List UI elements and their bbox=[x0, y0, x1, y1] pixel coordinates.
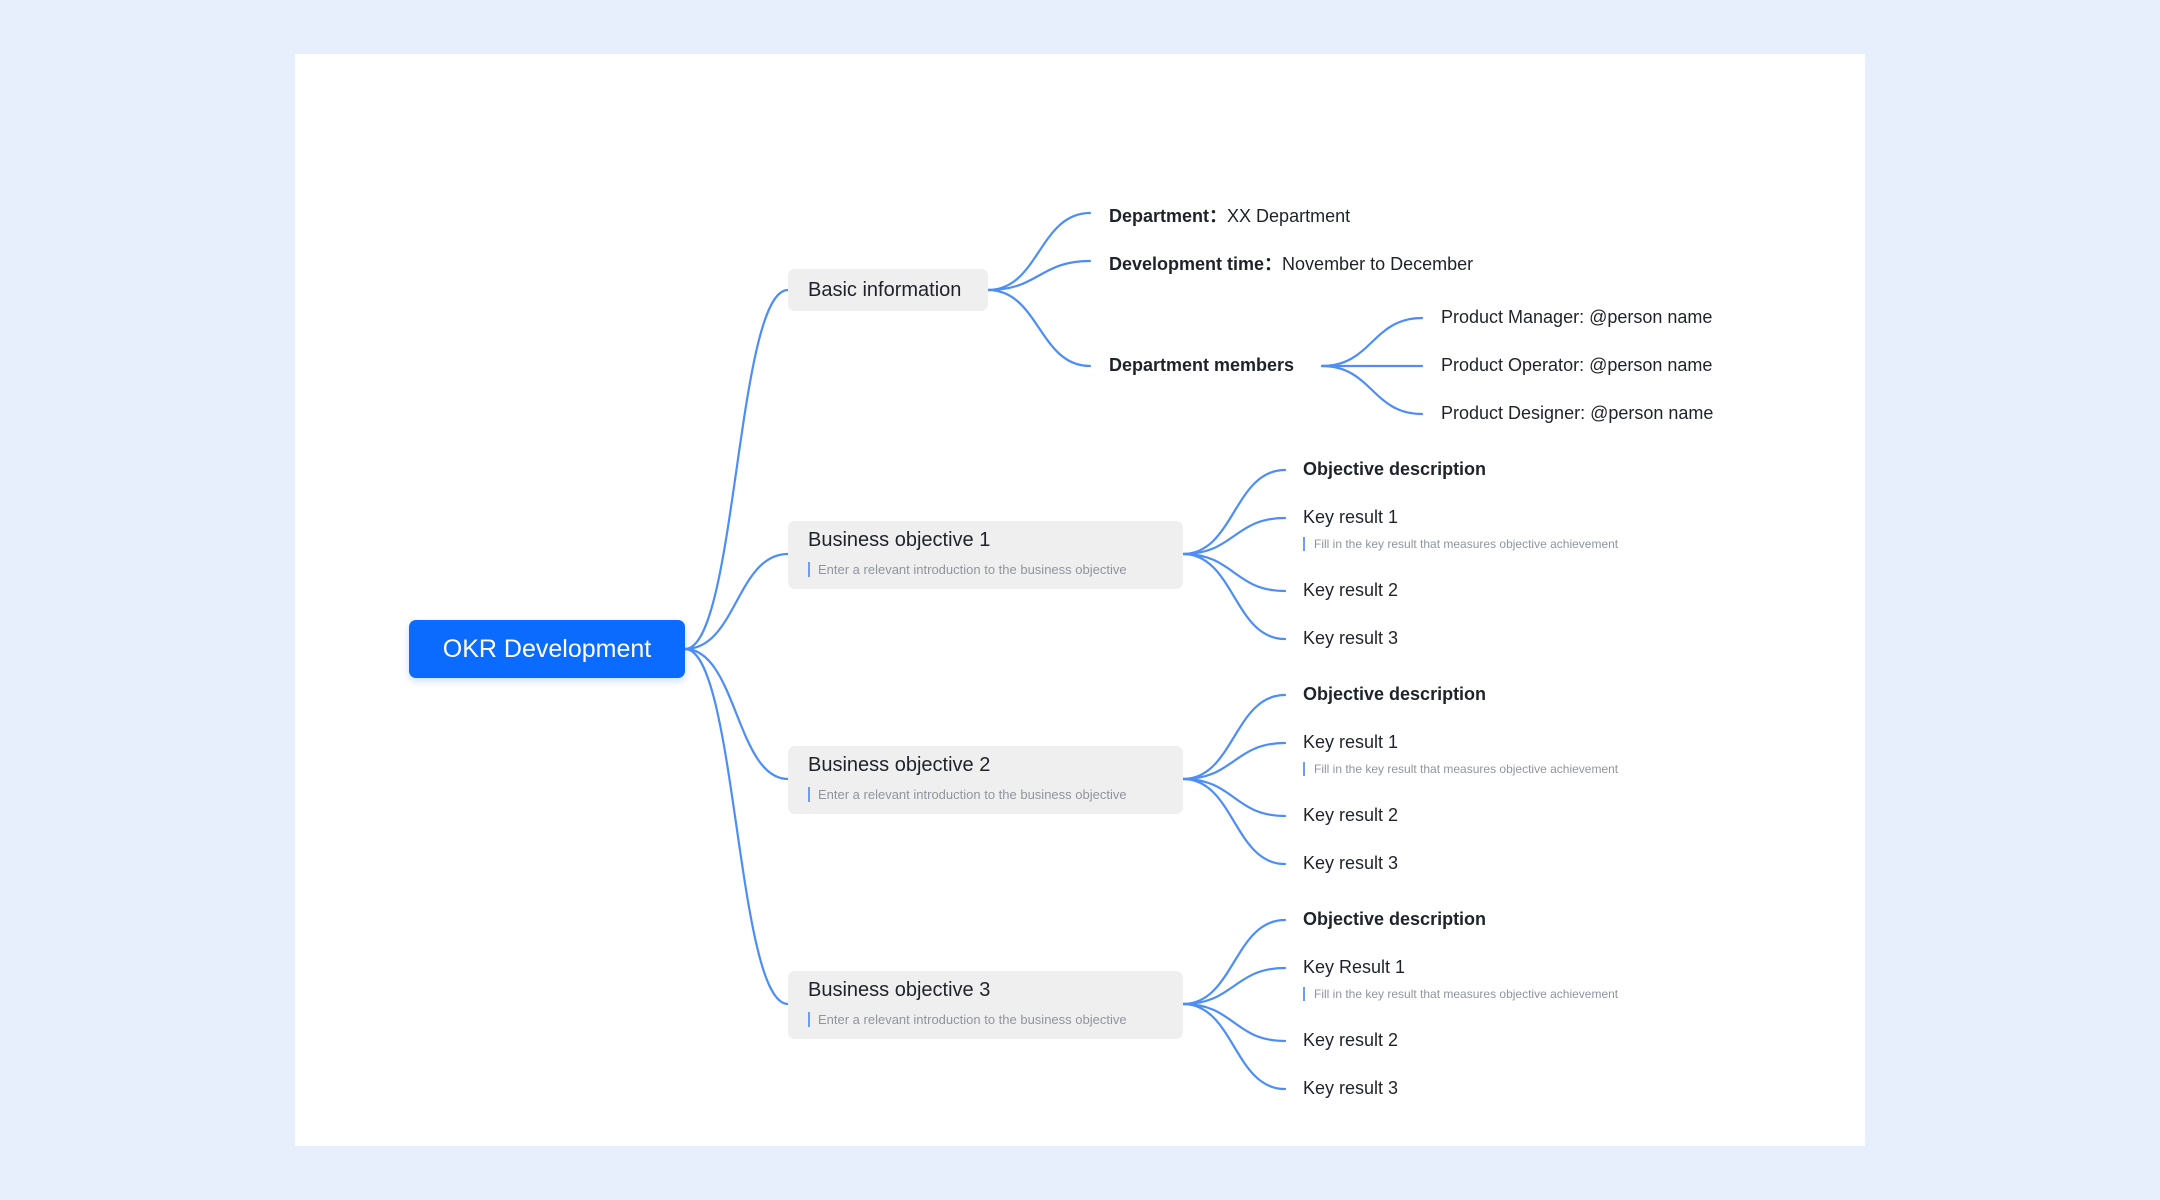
link-objective-3-description bbox=[1181, 918, 1287, 1006]
key-result-2-2[interactable]: Key result 2 bbox=[1303, 805, 1398, 826]
note-text: Fill in the key result that measures obj… bbox=[1314, 537, 1619, 551]
link-root-objective-2 bbox=[683, 647, 790, 781]
key-result-1-3[interactable]: Key result 3 bbox=[1303, 628, 1398, 649]
business-objective-intro: Enter a relevant introduction to the bus… bbox=[808, 787, 1127, 802]
note-accent-bar bbox=[1303, 762, 1305, 776]
link-members-manager bbox=[1320, 316, 1424, 368]
link-members-designer bbox=[1320, 364, 1424, 416]
key-result-3-1[interactable]: Key Result 1 bbox=[1303, 957, 1405, 978]
business-objective-title: Business objective 3 bbox=[808, 979, 991, 1001]
basic-information-node[interactable]: Basic information bbox=[788, 269, 988, 311]
link-basic-department bbox=[986, 211, 1092, 292]
link-root-objective-3 bbox=[683, 647, 790, 1006]
key-result-1-1[interactable]: Key result 1 bbox=[1303, 507, 1398, 528]
key-result-3-2[interactable]: Key result 2 bbox=[1303, 1030, 1398, 1051]
business-objective-intro: Enter a relevant introduction to the bus… bbox=[808, 1012, 1127, 1027]
objective-description-2[interactable]: Objective description bbox=[1303, 684, 1486, 705]
objective-description-label: Objective description bbox=[1303, 909, 1487, 929]
root-label: OKR Development bbox=[442, 634, 652, 663]
development-time-key: Development time： bbox=[1109, 254, 1283, 274]
member-product-manager[interactable]: Product Manager: @person name bbox=[1441, 307, 1712, 328]
key-result-label: Key result 3 bbox=[1303, 853, 1399, 873]
link-root-basic-information bbox=[683, 288, 790, 651]
link-objective-1-key-result-2 bbox=[1181, 552, 1287, 593]
objective-description-label: Objective description bbox=[1303, 684, 1487, 704]
mind-map-canvas: OKR Development Basic information Depart… bbox=[295, 54, 1865, 1146]
link-objective-1-description bbox=[1181, 468, 1287, 556]
key-result-label: Key result 2 bbox=[1303, 580, 1399, 600]
intro-accent-bar bbox=[808, 562, 810, 577]
member-label: Product Manager: @person name bbox=[1441, 307, 1713, 327]
member-product-designer[interactable]: Product Designer: @person name bbox=[1441, 403, 1713, 424]
link-objective-2-key-result-3 bbox=[1181, 777, 1287, 866]
key-result-label: Key result 3 bbox=[1303, 628, 1399, 648]
basic-information-label: Basic information bbox=[808, 278, 962, 301]
note-accent-bar bbox=[1303, 987, 1305, 1001]
key-result-3-1-note: Fill in the key result that measures obj… bbox=[1303, 987, 1618, 1001]
note-text: Fill in the key result that measures obj… bbox=[1314, 762, 1619, 776]
key-result-2-1[interactable]: Key result 1 bbox=[1303, 732, 1398, 753]
link-objective-2-key-result-1 bbox=[1181, 741, 1287, 781]
link-root-objective-1 bbox=[683, 552, 790, 651]
member-label: Product Designer: @person name bbox=[1441, 403, 1714, 423]
note-text: Fill in the key result that measures obj… bbox=[1314, 987, 1619, 1001]
connector-lines bbox=[683, 211, 1424, 1091]
department-members-label: Department members bbox=[1109, 355, 1295, 375]
link-objective-2-key-result-2 bbox=[1181, 777, 1287, 818]
development-time-value: November to December bbox=[1282, 254, 1474, 274]
intro-accent-bar bbox=[808, 787, 810, 802]
key-result-2-3[interactable]: Key result 3 bbox=[1303, 853, 1398, 874]
root-node[interactable]: OKR Development bbox=[409, 620, 685, 678]
department-key: Department： bbox=[1109, 206, 1228, 226]
business-objective-title: Business objective 1 bbox=[808, 529, 991, 551]
key-result-label: Key result 3 bbox=[1303, 1078, 1399, 1098]
department-leaf[interactable]: Department：XX Department bbox=[1109, 202, 1350, 228]
link-objective-1-key-result-3 bbox=[1181, 552, 1287, 641]
objective-description-1[interactable]: Objective description bbox=[1303, 459, 1486, 480]
link-objective-2-description bbox=[1181, 693, 1287, 781]
key-result-label: Key result 1 bbox=[1303, 507, 1399, 527]
intro-accent-bar bbox=[808, 1012, 810, 1027]
department-value: XX Department bbox=[1227, 206, 1351, 226]
objective-description-3[interactable]: Objective description bbox=[1303, 909, 1486, 930]
note-accent-bar bbox=[1303, 537, 1305, 551]
business-objective-intro: Enter a relevant introduction to the bus… bbox=[808, 562, 1127, 577]
business-objective-2-node[interactable]: Business objective 2 Enter a relevant in… bbox=[788, 746, 1183, 814]
key-result-label: Key result 2 bbox=[1303, 1030, 1399, 1050]
business-objective-3-node[interactable]: Business objective 3 Enter a relevant in… bbox=[788, 971, 1183, 1039]
key-result-label: Key result 2 bbox=[1303, 805, 1399, 825]
link-objective-3-key-result-2 bbox=[1181, 1002, 1287, 1043]
department-members-leaf[interactable]: Department members bbox=[1109, 355, 1294, 376]
link-objective-3-key-result-3 bbox=[1181, 1002, 1287, 1091]
key-result-2-1-note: Fill in the key result that measures obj… bbox=[1303, 762, 1618, 776]
key-result-1-2[interactable]: Key result 2 bbox=[1303, 580, 1398, 601]
key-result-label: Key Result 1 bbox=[1303, 957, 1406, 977]
link-basic-department-members bbox=[986, 288, 1092, 368]
development-time-leaf[interactable]: Development time：November to December bbox=[1109, 250, 1473, 276]
business-objective-title: Business objective 2 bbox=[808, 754, 991, 776]
key-result-label: Key result 1 bbox=[1303, 732, 1399, 752]
business-objective-1-node[interactable]: Business objective 1 Enter a relevant in… bbox=[788, 521, 1183, 589]
intro-text: Enter a relevant introduction to the bus… bbox=[818, 787, 1127, 802]
key-result-3-3[interactable]: Key result 3 bbox=[1303, 1078, 1398, 1099]
link-objective-3-key-result-1 bbox=[1181, 966, 1287, 1006]
member-product-operator[interactable]: Product Operator: @person name bbox=[1441, 355, 1712, 376]
objective-description-label: Objective description bbox=[1303, 459, 1487, 479]
key-result-1-1-note: Fill in the key result that measures obj… bbox=[1303, 537, 1618, 551]
member-label: Product Operator: @person name bbox=[1441, 355, 1713, 375]
intro-text: Enter a relevant introduction to the bus… bbox=[818, 1012, 1127, 1027]
intro-text: Enter a relevant introduction to the bus… bbox=[818, 562, 1127, 577]
link-objective-1-key-result-1 bbox=[1181, 516, 1287, 556]
link-basic-development-time bbox=[986, 259, 1092, 292]
